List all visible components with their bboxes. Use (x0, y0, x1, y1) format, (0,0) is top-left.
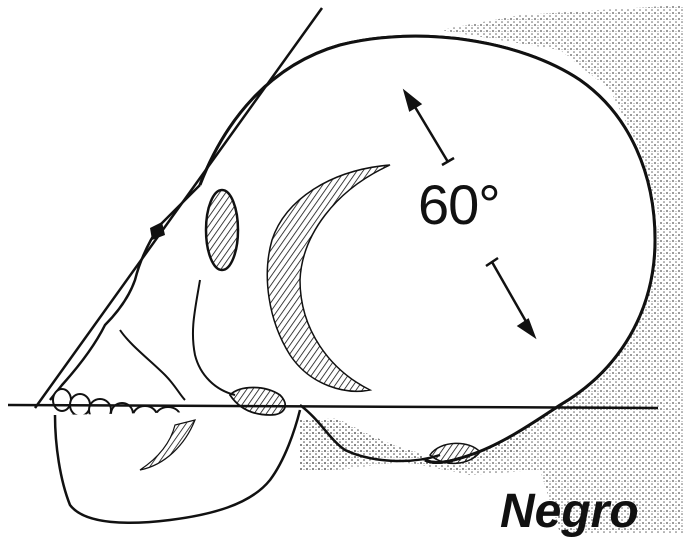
angle-label: 60° (418, 172, 500, 237)
orbit (206, 190, 238, 270)
caption-label: Negro (500, 488, 639, 536)
